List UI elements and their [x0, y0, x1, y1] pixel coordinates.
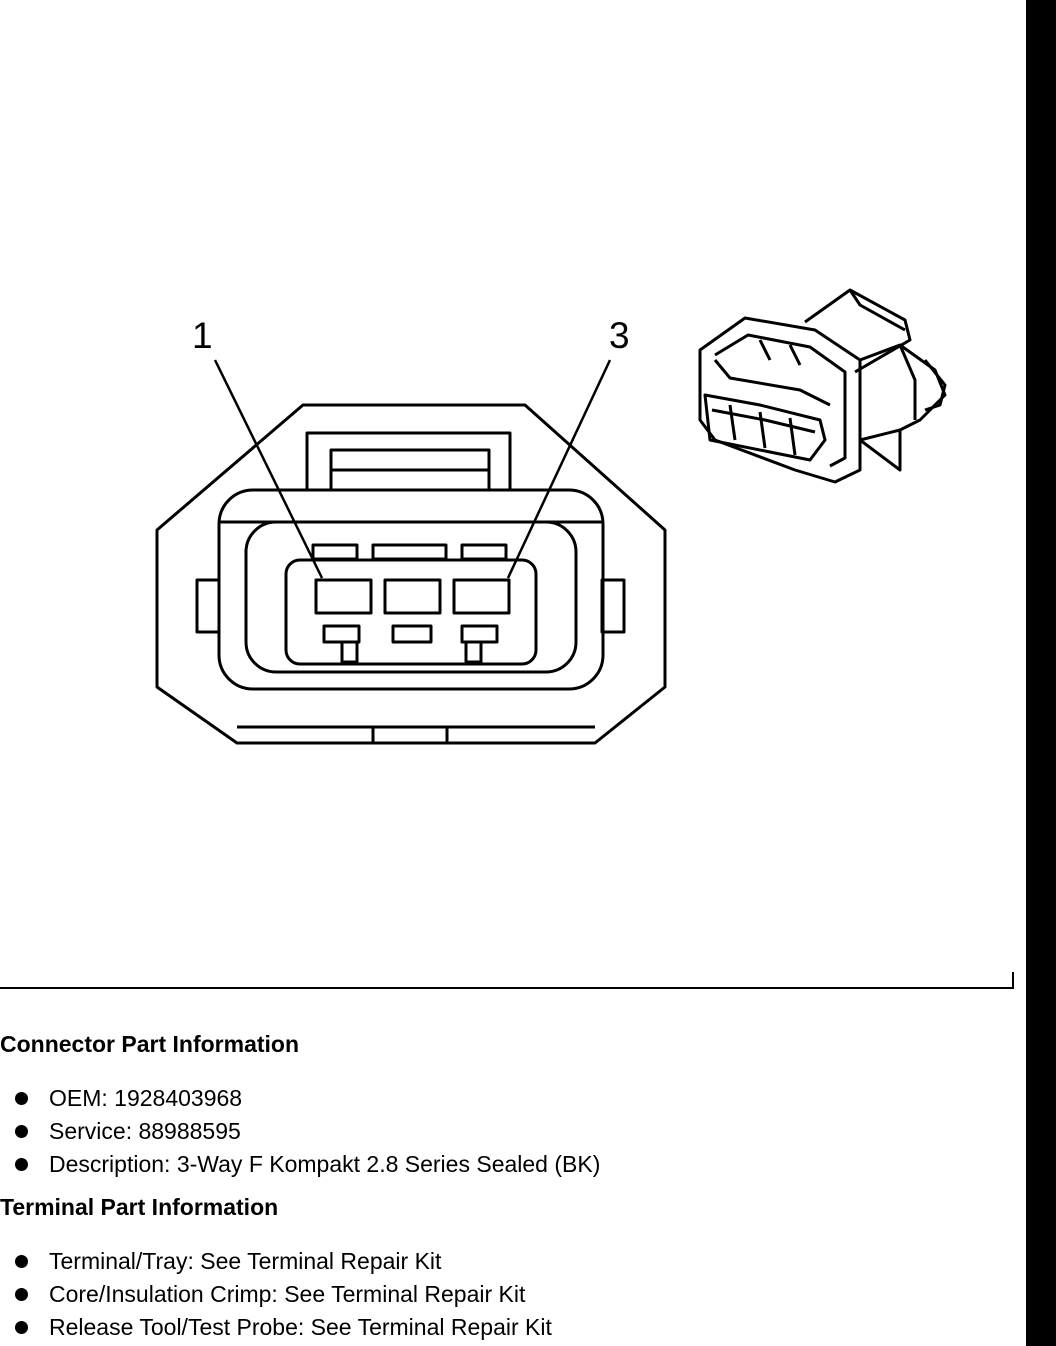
list-item: Description: 3-Way F Kompakt 2.8 Series …: [0, 1148, 600, 1181]
terminal-cavity-1: [314, 578, 373, 615]
bullet-icon: [15, 1158, 28, 1171]
list-item-text: Terminal/Tray: See Terminal Repair Kit: [49, 1248, 442, 1274]
list-item: Release Tool/Test Probe: See Terminal Re…: [0, 1311, 552, 1344]
list-item-text: Core/Insulation Crimp: See Terminal Repa…: [49, 1281, 526, 1307]
section-separator: [0, 987, 1013, 989]
pin-1-leader: [213, 359, 324, 579]
connector-face-view: [155, 359, 667, 745]
lock-tab: [305, 431, 512, 490]
connector-info-list: OEM: 1928403968 Service: 88988595 Descri…: [0, 1082, 600, 1181]
terminal-section-title: Terminal Part Information: [0, 1194, 279, 1220]
list-item: OEM: 1928403968: [0, 1082, 600, 1115]
terminal-cavity-2: [383, 578, 442, 615]
right-ear: [600, 578, 626, 634]
list-item-text: Release Tool/Test Probe: See Terminal Re…: [49, 1314, 552, 1340]
list-item: Service: 88988595: [0, 1115, 600, 1148]
list-item-text: OEM: 1928403968: [49, 1085, 243, 1111]
bullet-icon: [15, 1288, 28, 1301]
pin-3-leader: [506, 359, 612, 579]
left-ear: [195, 578, 221, 634]
connector-diagram: 1 3: [155, 288, 947, 745]
pin-1-label: 1: [192, 315, 213, 356]
connector-isometric-view: [698, 288, 947, 484]
bullet-icon: [15, 1321, 28, 1334]
pin-3-label: 3: [609, 315, 630, 356]
separator-end-tick: [1012, 972, 1014, 989]
inner-shroud: [217, 488, 605, 691]
terminal-cavity-3: [452, 578, 511, 615]
list-item-text: Description: 3-Way F Kompakt 2.8 Series …: [49, 1151, 601, 1177]
list-item: Core/Insulation Crimp: See Terminal Repa…: [0, 1278, 552, 1311]
right-edge-bar: [1026, 0, 1056, 1346]
connector-housing-outline: [155, 403, 667, 745]
list-item-text: Service: 88988595: [49, 1118, 241, 1144]
list-item: Terminal/Tray: See Terminal Repair Kit: [0, 1245, 552, 1278]
bullet-icon: [15, 1092, 28, 1105]
bullet-icon: [15, 1125, 28, 1138]
terminal-info-list: Terminal/Tray: See Terminal Repair Kit C…: [0, 1245, 552, 1344]
connector-section-title: Connector Part Information: [0, 1031, 300, 1057]
bullet-icon: [15, 1255, 28, 1268]
